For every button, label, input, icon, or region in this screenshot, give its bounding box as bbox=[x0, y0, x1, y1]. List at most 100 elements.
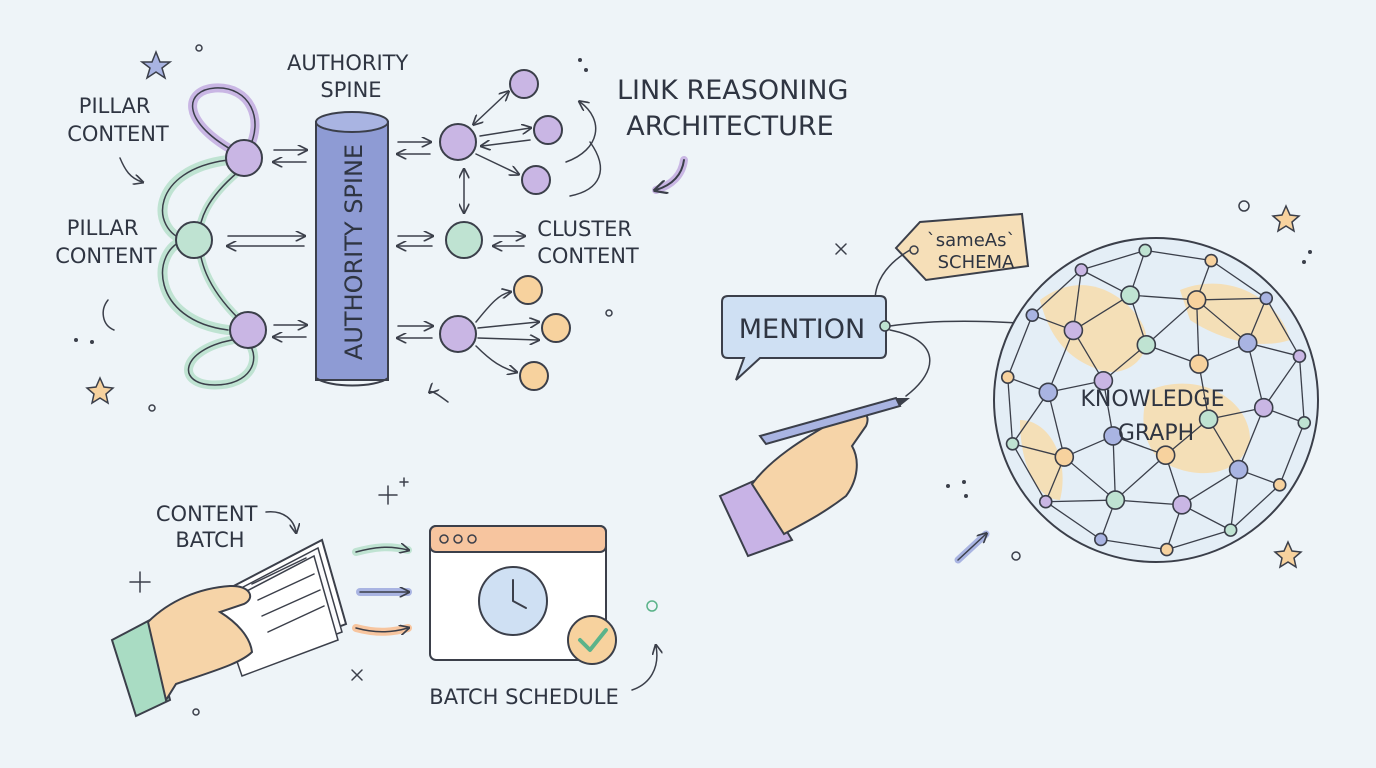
graph-edge bbox=[1196, 297, 1267, 301]
graph-edge bbox=[1114, 454, 1167, 501]
graph-node bbox=[1138, 243, 1153, 258]
graph-node bbox=[1204, 253, 1218, 268]
graph-edge bbox=[1238, 407, 1265, 470]
graph-node bbox=[1120, 285, 1140, 305]
graph-nodes bbox=[1000, 243, 1312, 557]
graph-edge bbox=[1081, 249, 1146, 271]
graph-edge bbox=[1047, 392, 1065, 458]
graph-node bbox=[1223, 523, 1238, 537]
graph-node bbox=[1189, 354, 1209, 374]
graph-node bbox=[1094, 532, 1108, 547]
sparkle-icon bbox=[129, 571, 151, 593]
cluster-hub-top bbox=[439, 123, 477, 161]
cluster-hub-mid bbox=[445, 221, 483, 259]
pillar-content-label-mid: PILLAR CONTENT bbox=[55, 216, 157, 268]
graph-edge bbox=[1265, 297, 1301, 357]
graph-node bbox=[1054, 447, 1075, 467]
sparkle-icon bbox=[378, 477, 409, 505]
mention-bubble: MENTION bbox=[721, 295, 891, 381]
pillar-loop-bottom bbox=[184, 335, 259, 390]
batch-section: CONTENT BATCH bbox=[110, 502, 657, 718]
graph-node bbox=[1155, 445, 1176, 465]
graph-node bbox=[1253, 397, 1274, 418]
authority-spine-cylinder: AUTHORITY SPINE bbox=[315, 111, 389, 387]
pillar-loop-top bbox=[188, 83, 260, 155]
graph-edge bbox=[1012, 391, 1049, 445]
graph-edge bbox=[1263, 355, 1300, 409]
pen-link-curve bbox=[889, 329, 931, 397]
graph-edge bbox=[1181, 469, 1239, 506]
graph-node bbox=[1172, 495, 1192, 515]
star-icon bbox=[139, 49, 173, 80]
svg-text:LINK REASONING ARCHITECT: LINK REASONING ARCHITECTURE bbox=[617, 75, 857, 142]
graph-edge bbox=[1145, 299, 1198, 346]
graph-node bbox=[1000, 370, 1015, 385]
graph-edge bbox=[1166, 529, 1231, 551]
pillar-content-label-top: PILLAR CONTENT bbox=[67, 94, 169, 146]
graph-edge bbox=[1279, 422, 1305, 486]
graph-node bbox=[1103, 426, 1123, 446]
knowledge-graph-globe: KNOWLEDGE GRAPH bbox=[993, 237, 1319, 563]
pillar-cluster-section: PILLAR CONTENT PILLAR CONTENT AUTHORITY … bbox=[55, 51, 639, 403]
graph-node bbox=[1272, 478, 1287, 492]
graph-node bbox=[1038, 382, 1059, 403]
graph-edge bbox=[1145, 249, 1212, 262]
graph-edge bbox=[1011, 443, 1047, 503]
hand-writing-icon bbox=[718, 396, 910, 558]
svg-text:`sameAs` SCHEMA: `sameAs` SCHEMA bbox=[927, 230, 1021, 273]
graph-node bbox=[1136, 335, 1157, 355]
graph-node bbox=[1038, 494, 1053, 509]
graph-node bbox=[1159, 542, 1174, 557]
link-reasoning-title: LINK REASONING ARCHITECTURE bbox=[617, 75, 857, 190]
knowledge-graph-label: KNOWLEDGE GRAPH bbox=[1081, 387, 1232, 446]
graph-edge bbox=[1031, 269, 1082, 316]
spine-cluster-arrows bbox=[398, 142, 432, 338]
graph-edge bbox=[1210, 259, 1267, 299]
graph-node bbox=[1297, 415, 1312, 430]
graph-edge bbox=[1063, 456, 1116, 501]
pillar-node-bottom bbox=[229, 311, 267, 349]
graph-edge bbox=[1196, 299, 1249, 344]
decorative-sparkles bbox=[74, 44, 1312, 716]
graph-node bbox=[1228, 459, 1249, 480]
batch-schedule-label: BATCH SCHEDULE bbox=[429, 685, 618, 709]
graph-node bbox=[1093, 370, 1114, 391]
batch-flow-arrows bbox=[352, 547, 412, 636]
sparkle-icon bbox=[835, 243, 847, 255]
graph-edge bbox=[1100, 538, 1167, 551]
graph-edge bbox=[1195, 299, 1200, 365]
graph-node bbox=[1005, 437, 1020, 451]
graph-edge bbox=[1047, 330, 1074, 393]
svg-text:MENTION: MENTION bbox=[739, 314, 865, 345]
star-icon bbox=[1271, 204, 1301, 233]
graph-edge bbox=[1045, 499, 1116, 503]
authority-spine-body-text: AUTHORITY SPINE bbox=[340, 144, 368, 360]
graph-edge bbox=[1045, 501, 1102, 541]
graph-edge bbox=[1230, 484, 1281, 531]
checkmark-badge-icon bbox=[567, 615, 617, 665]
pillar-node-top bbox=[225, 139, 263, 177]
graph-node bbox=[1198, 409, 1219, 430]
batch-schedule-window bbox=[429, 525, 617, 665]
cluster-top-satellites bbox=[464, 69, 601, 212]
graph-edge bbox=[1007, 377, 1014, 444]
sparkle-icon bbox=[351, 669, 363, 681]
graph-node bbox=[1186, 290, 1207, 310]
graph-edge bbox=[1115, 499, 1182, 506]
hand-holding-papers-icon bbox=[110, 538, 348, 718]
star-icon bbox=[85, 376, 115, 405]
star-icon bbox=[1273, 540, 1303, 569]
pillar-node-mid bbox=[175, 221, 213, 259]
graph-edge bbox=[1229, 469, 1240, 531]
graph-node bbox=[1259, 291, 1274, 306]
graph-edge bbox=[1007, 314, 1033, 378]
cluster-content-label: CLUSTER CONTENT bbox=[537, 217, 639, 268]
graph-edge bbox=[1112, 435, 1117, 501]
graph-node bbox=[1074, 263, 1089, 277]
content-batch-label: CONTENT BATCH bbox=[156, 502, 264, 552]
graph-node bbox=[1025, 308, 1040, 322]
graph-node bbox=[1292, 349, 1307, 363]
cluster-bottom-satellites bbox=[475, 275, 571, 391]
graph-node bbox=[1237, 333, 1258, 353]
